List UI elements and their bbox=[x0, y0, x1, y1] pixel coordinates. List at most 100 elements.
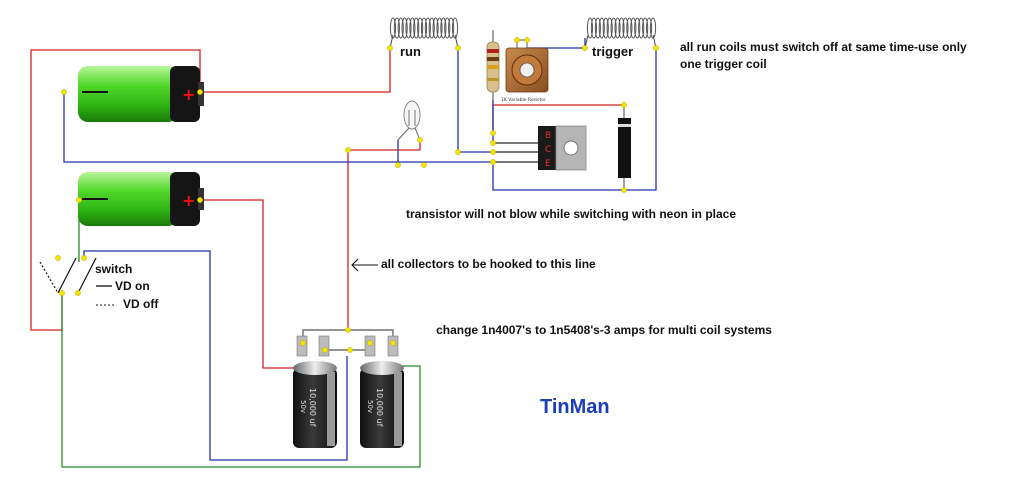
variable-resistor: 1K Variable Resistor bbox=[501, 39, 549, 103]
coil-turn bbox=[645, 17, 653, 39]
junction-node bbox=[347, 347, 353, 353]
cap1-voltage-label: 50v bbox=[299, 400, 307, 413]
capacitor-2 bbox=[360, 335, 404, 448]
ground-return-wire bbox=[61, 293, 421, 468]
junction-node bbox=[197, 197, 203, 203]
coil-turn bbox=[598, 17, 605, 39]
transistor-note: transistor will not blow while switching… bbox=[406, 207, 737, 221]
coil-turn bbox=[634, 17, 641, 39]
coil-turn bbox=[649, 17, 657, 39]
collector-note: all collectors to be hooked to this line bbox=[381, 257, 596, 271]
svg-text:+: + bbox=[182, 191, 195, 210]
junction-node bbox=[300, 340, 306, 346]
coil-turn bbox=[432, 17, 439, 39]
author-brand: TinMan bbox=[540, 396, 610, 418]
trigger-coil-turns bbox=[586, 17, 657, 39]
coil-turn bbox=[602, 17, 609, 39]
coil-turn bbox=[594, 17, 601, 39]
junction-node bbox=[417, 137, 423, 143]
junction-node bbox=[322, 347, 328, 353]
coil-turn bbox=[586, 17, 594, 39]
junction-node bbox=[524, 37, 530, 43]
junction-node bbox=[197, 89, 203, 95]
transistor-pin-e: E bbox=[545, 159, 551, 169]
battery-positive-wire bbox=[200, 48, 391, 93]
junction-node bbox=[455, 45, 461, 51]
coil-turn bbox=[448, 17, 455, 39]
junction-node bbox=[490, 159, 496, 165]
cap1-value-label: 10,000 uf bbox=[308, 388, 317, 427]
vd-on-label: VD on bbox=[115, 279, 150, 293]
junction-node bbox=[345, 147, 351, 153]
base-resistor bbox=[486, 30, 500, 100]
coil-turn bbox=[440, 17, 447, 39]
coil-turn bbox=[389, 17, 397, 39]
junction-node bbox=[75, 290, 81, 296]
diode bbox=[618, 105, 631, 190]
coil-turn bbox=[618, 17, 625, 39]
battery2-to-cap-wire bbox=[200, 199, 302, 369]
junction-node bbox=[455, 149, 461, 155]
junction-node bbox=[582, 45, 588, 51]
diode-note: change 1n4007's to 1n5408's-3 amps for m… bbox=[436, 323, 772, 337]
coil-turn bbox=[606, 17, 613, 39]
run-coil-label: run bbox=[400, 44, 421, 59]
trigger-wire bbox=[492, 48, 657, 191]
battery-1: + bbox=[78, 66, 204, 122]
coil-turn bbox=[397, 17, 404, 39]
run-coil-turns bbox=[389, 17, 459, 39]
junction-node bbox=[395, 162, 401, 168]
battery1-negative-wire bbox=[63, 92, 493, 163]
switch-to-cap-wire bbox=[83, 250, 348, 461]
capacitor-junction bbox=[302, 329, 394, 351]
coil-turn bbox=[590, 17, 598, 39]
transistor-pin-c: C bbox=[545, 145, 551, 155]
coil-turn bbox=[409, 17, 416, 39]
coil-turn bbox=[420, 17, 428, 39]
coil-turn bbox=[444, 17, 451, 39]
junction-node bbox=[81, 255, 87, 261]
coil-turn bbox=[610, 17, 617, 39]
junction-node bbox=[514, 37, 520, 43]
capacitor-1 bbox=[293, 335, 337, 448]
coil-turn bbox=[626, 17, 633, 39]
junction-node bbox=[55, 255, 61, 261]
coil-turn bbox=[413, 17, 420, 39]
coil-turn bbox=[424, 17, 431, 39]
svg-text:+: + bbox=[182, 85, 195, 104]
coil-turn bbox=[393, 17, 400, 39]
junction-node bbox=[653, 45, 659, 51]
coil-turn bbox=[638, 17, 645, 39]
junction-node bbox=[345, 327, 351, 333]
coil-turn bbox=[622, 17, 629, 39]
coil-turn bbox=[428, 17, 435, 39]
coil-turn bbox=[405, 17, 412, 39]
coil-turn bbox=[614, 17, 621, 39]
junction-node bbox=[59, 290, 65, 296]
pot-label: 1K Variable Resistor bbox=[501, 97, 546, 103]
switch-label: switch bbox=[95, 262, 133, 276]
junction-node bbox=[421, 162, 427, 168]
coil-turn bbox=[417, 17, 424, 39]
collector-arrow bbox=[351, 258, 378, 272]
collector-line bbox=[347, 140, 421, 330]
transistor-pin-b: B bbox=[545, 131, 551, 141]
pot-to-trigger-wire bbox=[527, 38, 586, 49]
coil-note: all run coils must switch off at same ti… bbox=[680, 40, 967, 71]
junction-node bbox=[61, 89, 67, 95]
junction-node bbox=[490, 149, 496, 155]
neon-bulb bbox=[397, 100, 421, 141]
coil-turn bbox=[401, 17, 408, 39]
dpdt-switch bbox=[39, 257, 97, 294]
junction-node bbox=[490, 130, 496, 136]
vd-off-label: VD off bbox=[123, 297, 159, 311]
junction-node bbox=[621, 102, 627, 108]
junction-node bbox=[76, 197, 82, 203]
coil-turn bbox=[642, 17, 649, 39]
junction-node bbox=[390, 340, 396, 346]
junction-nodes bbox=[55, 37, 659, 353]
junction-node bbox=[367, 340, 373, 346]
junction-node bbox=[387, 45, 393, 51]
